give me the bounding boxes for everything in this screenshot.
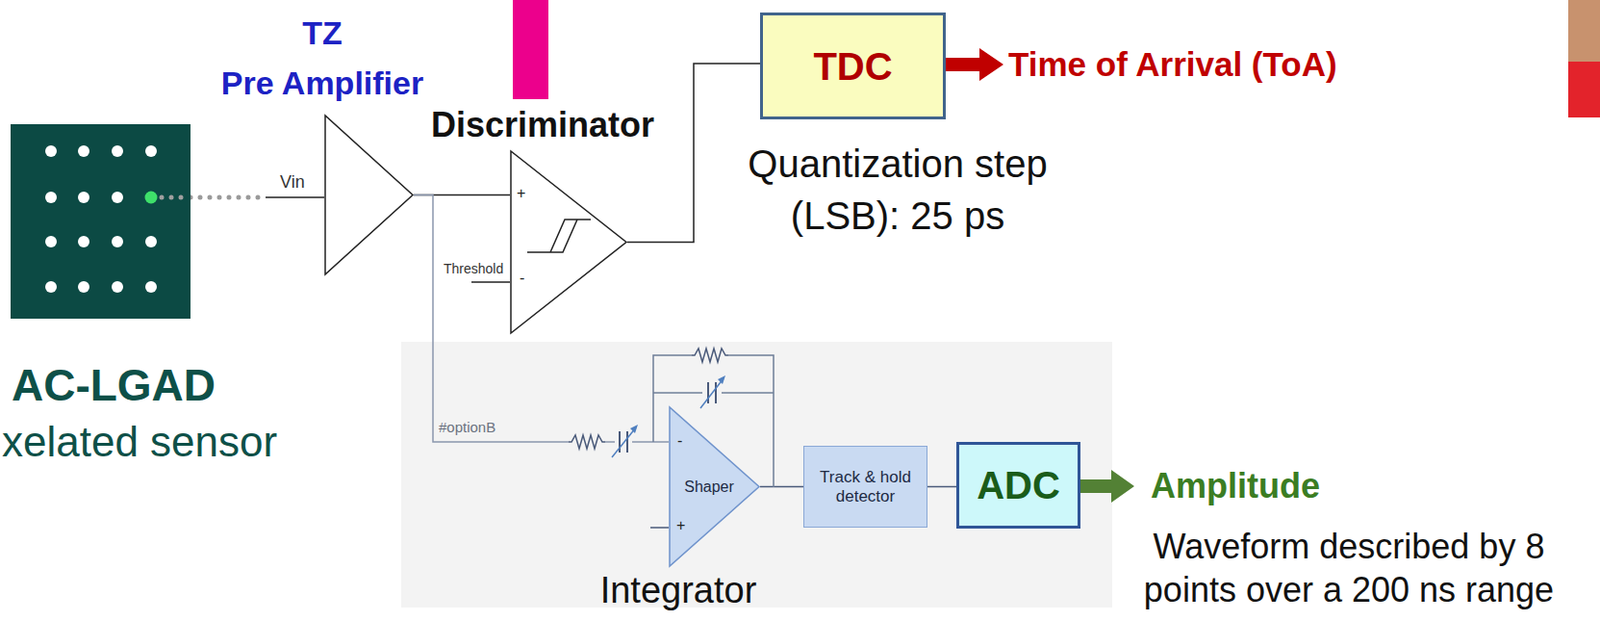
pixel-pad [45,235,57,248]
threshold-wire [471,280,510,283]
sensor-subtitle: xelated sensor [1,417,278,467]
dotted-lead [178,195,184,201]
block-title: TZ [302,14,343,52]
signal-wire [927,485,957,488]
dotted-lead [169,195,175,201]
signal-wire [190,195,325,201]
pixel-pad [45,145,57,157]
pixel-pad [111,145,124,157]
pin-sign: - [677,431,683,450]
pin-sign: + [516,184,526,203]
spec-note: Quantization step (LSB): 25 ps [705,137,1091,242]
pixel-pad [111,235,124,248]
pixel-pad [77,145,90,157]
box-title: Track & hold detector [812,467,919,506]
output-arrow [1080,469,1135,503]
signal-name: Threshold [443,260,504,277]
photo-fragment [1568,0,1600,62]
integrator-panel [401,341,1113,608]
pixel-pad [145,235,157,248]
variable-arrow [611,427,636,458]
output-arrow [945,48,1004,81]
sensor-title: AC-LGAD [11,359,216,411]
selected-pixel [145,191,158,204]
capacitor-plate [714,381,717,404]
triangle-shape [325,115,413,275]
output-label: Amplitude [1150,465,1321,506]
pixel-pad [77,280,90,293]
pixel-pad [45,280,57,293]
signal-name: Vin [279,172,305,193]
output-label: Time of Arrival (ToA) [1008,45,1338,84]
input-wire [265,196,325,199]
dotted-lead [159,195,165,201]
capacitor-plate [626,431,629,453]
shaper-label: Shaper [684,478,735,496]
triangle-shape [510,151,627,333]
block-caption: Integrator [600,569,758,612]
triangle-outline [509,150,628,334]
pin-sign: + [676,516,686,534]
option-tag: #optionB [438,418,496,435]
resistor-symbol [568,434,606,449]
triangle-shape [669,406,760,566]
symbol-patch [691,345,729,365]
comparator-triangle: Discriminator [509,150,628,334]
pin-sign: - [519,269,525,287]
amplifier-triangle: TZPre Amplifier [324,114,414,276]
variable-arrow-head [717,375,726,384]
hysteresis-symbol [527,219,591,253]
pixel-pad [77,235,90,248]
signal-wire [627,63,761,243]
triangle-outline [324,114,414,276]
pixel-pad [77,191,90,204]
pixel-pad [145,145,157,157]
pixel-pad [111,191,124,204]
pixel-pad [145,280,157,293]
spec-note: Waveform described by 8 points over a 20… [1104,524,1594,611]
variable-arrow [700,378,724,408]
box-title: TDC [812,44,892,89]
plus-input-wire [650,526,669,529]
box-title: ADC [976,462,1061,508]
logo-fragment [1568,61,1600,118]
adc-box: ADC [956,441,1081,529]
signal-wire [760,485,804,488]
shaper-triangle: ShaperIntegrator [668,406,761,567]
sensor-block: AC-LGADxelated sensor [10,124,191,319]
symbol-patch [568,431,606,452]
variable-arrow-head [630,424,638,433]
block-title: Pre Amplifier [221,64,424,102]
pixel-pad [45,191,57,204]
track-hold-box: Track & hold detector [803,445,928,528]
block-title: Discriminator [431,104,655,145]
pixel-pad [111,280,124,293]
tdc-box: TDC [760,12,946,120]
pink-bar [512,0,549,100]
resistor-symbol [691,348,729,362]
